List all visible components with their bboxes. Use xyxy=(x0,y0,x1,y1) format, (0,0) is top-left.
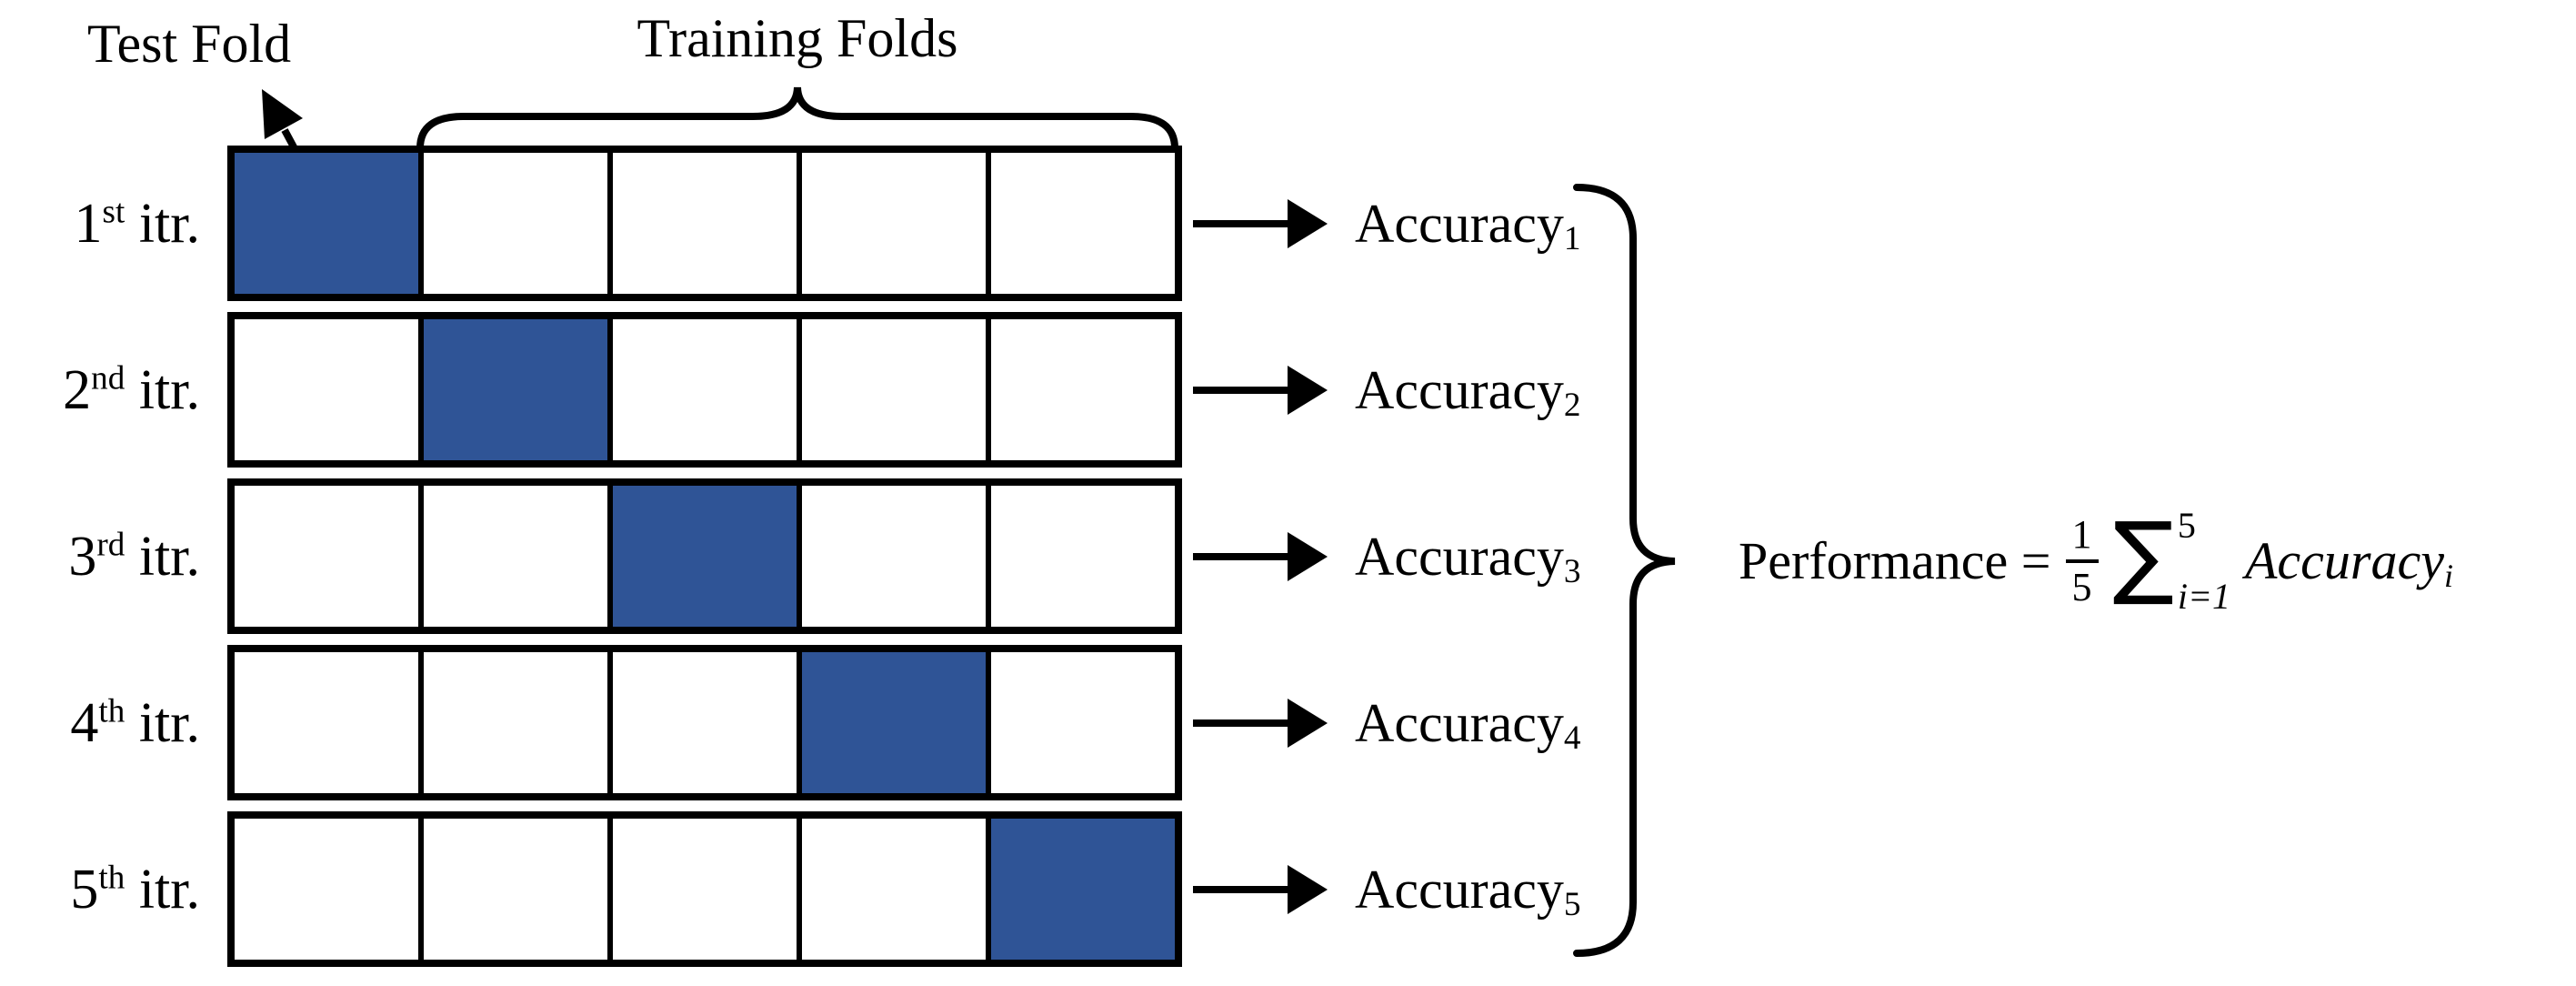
training-fold-cell xyxy=(607,652,797,793)
right-arrow-icon xyxy=(1193,531,1328,581)
training-fold-cell xyxy=(607,153,797,294)
iterations-container: 1st itr. Accuracy1 2nd itr. Accuracy2 3r… xyxy=(27,146,1580,967)
training-fold-cell xyxy=(607,319,797,460)
test-fold-cell xyxy=(418,319,607,460)
training-fold-cell xyxy=(235,486,418,627)
training-fold-cell xyxy=(418,819,607,960)
accuracy-label: Accuracy3 xyxy=(1355,526,1581,590)
training-fold-cell xyxy=(418,486,607,627)
right-arrow-icon xyxy=(1193,198,1328,248)
test-fold-cell xyxy=(797,652,986,793)
formula-term: Accuracyi xyxy=(2245,535,2453,592)
training-folds-label: Training Folds xyxy=(636,8,958,68)
fold-grid xyxy=(227,478,1182,634)
formula-term-subscript: i xyxy=(2443,557,2453,594)
iteration-row: 3rd itr. Accuracy3 xyxy=(27,478,1580,634)
iteration-row: 5th itr. Accuracy5 xyxy=(27,811,1580,967)
accuracy-group-brace xyxy=(1573,184,1676,957)
right-arrow-icon xyxy=(1193,698,1328,748)
performance-formula: Performance = 1 5 ∑ 5 i=1 Accuracyi xyxy=(1739,508,2453,615)
iteration-label: 2nd itr. xyxy=(63,358,200,421)
iteration-label: 1st itr. xyxy=(74,192,201,255)
training-fold-cell xyxy=(418,153,607,294)
formula-lhs: Performance = xyxy=(1739,531,2051,590)
formula-term-base: Accuracy xyxy=(2245,531,2444,590)
training-fold-cell xyxy=(797,486,986,627)
iteration-label: 4th itr. xyxy=(70,691,200,754)
formula-fraction: 1 5 xyxy=(2065,512,2099,610)
right-arrow-icon xyxy=(1193,864,1328,914)
sum-upper-limit: 5 xyxy=(2177,505,2196,546)
fold-grid xyxy=(227,811,1182,967)
iteration-label: 3rd itr. xyxy=(68,525,200,588)
accuracy-label: Accuracy1 xyxy=(1355,193,1581,257)
test-fold-cell xyxy=(235,153,418,294)
test-fold-arrowhead-icon xyxy=(262,89,303,139)
training-fold-cell xyxy=(235,319,418,460)
fold-grid xyxy=(227,645,1182,800)
training-fold-cell xyxy=(986,486,1175,627)
training-fold-cell xyxy=(235,819,418,960)
test-fold-label: Test Fold xyxy=(87,14,292,74)
training-fold-cell xyxy=(986,652,1175,793)
right-arrow-icon xyxy=(1193,365,1328,415)
sigma-symbol: ∑ xyxy=(2112,502,2174,609)
formula-sum: ∑ 5 i=1 xyxy=(2113,508,2231,615)
sum-lower-limit: i=1 xyxy=(2177,576,2230,617)
fraction-denominator: 5 xyxy=(2071,565,2092,609)
iteration-row: 4th itr. Accuracy4 xyxy=(27,645,1580,800)
training-fold-cell xyxy=(607,819,797,960)
training-fold-cell xyxy=(986,153,1175,294)
accuracy-label: Accuracy2 xyxy=(1355,359,1581,424)
fold-grid xyxy=(227,146,1182,301)
training-fold-cell xyxy=(797,153,986,294)
accuracy-label: Accuracy5 xyxy=(1355,859,1581,923)
iteration-label: 5th itr. xyxy=(70,858,200,921)
fold-grid xyxy=(227,312,1182,468)
training-fold-cell xyxy=(797,819,986,960)
training-fold-cell xyxy=(986,319,1175,460)
accuracy-label: Accuracy4 xyxy=(1355,692,1581,757)
fraction-numerator: 1 xyxy=(2065,512,2099,563)
training-fold-cell xyxy=(235,652,418,793)
iteration-row: 1st itr. Accuracy1 xyxy=(27,146,1580,301)
training-fold-cell xyxy=(797,319,986,460)
training-folds-brace xyxy=(416,86,1178,152)
test-fold-cell xyxy=(986,819,1175,960)
training-fold-cell xyxy=(418,652,607,793)
sum-limits: 5 i=1 xyxy=(2178,508,2230,615)
iteration-row: 2nd itr. Accuracy2 xyxy=(27,312,1580,468)
test-fold-cell xyxy=(607,486,797,627)
